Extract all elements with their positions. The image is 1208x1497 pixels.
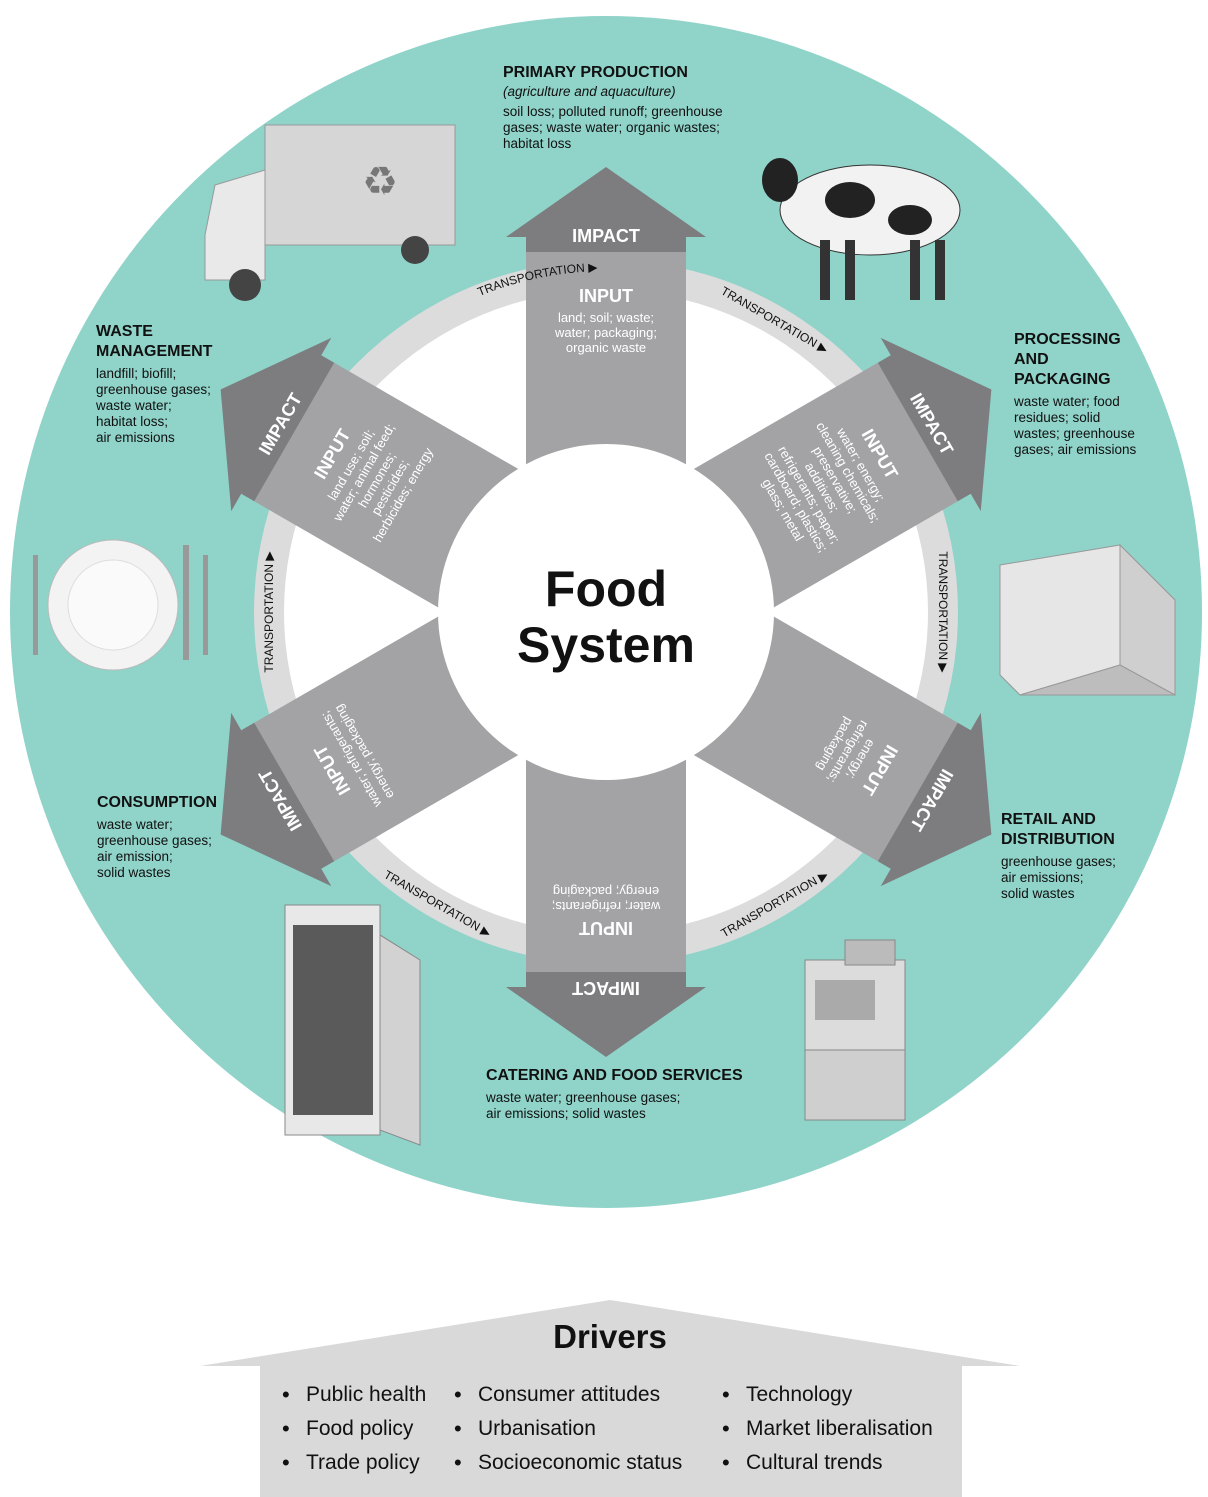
drivers-title: Drivers — [553, 1318, 667, 1355]
cow-image — [762, 158, 961, 300]
impact-arrowhead — [877, 712, 992, 887]
stage-impacts: waste water; food residues; solid wastes… — [1014, 394, 1137, 457]
drivers-column-3: Technology Market liberalisation Cultura… — [720, 1378, 933, 1480]
stage-waste-management: WASTE MANAGEMENT landfill; biofill; gree… — [96, 322, 266, 446]
drivers-column-2: Consumer attitudes Urbanisation Socioeco… — [452, 1378, 682, 1480]
driver-item: Technology — [720, 1378, 933, 1412]
input-label: INPUT — [579, 286, 633, 306]
cash-register-image — [804, 939, 906, 1121]
stage-impacts: waste water; greenhouse gases; air emiss… — [486, 1090, 681, 1121]
input-item: energy; packaging — [553, 884, 659, 899]
transportation-label: TRANSPORTATION ▶ — [262, 551, 276, 673]
truck-image: ♻ — [204, 124, 456, 301]
driver-item: Food policy — [280, 1412, 426, 1446]
impact-arrowhead — [220, 712, 335, 887]
driver-item: Socioeconomic status — [452, 1446, 682, 1480]
driver-item: Public health — [280, 1378, 426, 1412]
svg-text:♻: ♻ — [362, 160, 398, 204]
food-system-diagram: IMPACT INPUT land; soil; waste;water; pack… — [10, 16, 1202, 1208]
plate-and-cutlery-image — [33, 539, 208, 671]
stage-primary-production: PRIMARY PRODUCTION (agriculture and aqua… — [503, 63, 763, 152]
center-title-line1: Food — [545, 561, 667, 617]
impact-arrowhead — [877, 337, 992, 512]
driver-item: Cultural trends — [720, 1446, 933, 1480]
stage-processing-packaging: PROCESSING AND PACKAGING waste water; fo… — [1014, 330, 1194, 458]
stage-title: PRIMARY PRODUCTION — [503, 64, 688, 81]
input-label: INPUT — [579, 918, 633, 938]
impact-label: IMPACT — [572, 978, 640, 998]
stage-consumption: CONSUMPTION waste water; greenhouse gase… — [97, 793, 267, 881]
input-item: organic waste — [566, 340, 646, 355]
stage-title: PROCESSING — [1014, 331, 1121, 348]
center-circle — [438, 444, 774, 780]
impact-label: IMPACT — [572, 226, 640, 246]
center-title-line2: System — [517, 617, 695, 673]
input-item: water; refrigerants; — [552, 899, 661, 914]
input-item: water; packaging; — [554, 325, 657, 340]
stage-impacts: soil loss; polluted runoff; greenhouse g… — [503, 104, 723, 151]
input-item: land; soil; waste; — [558, 310, 654, 325]
stage-title: WASTE — [96, 323, 153, 340]
stage-impacts: landfill; biofill; greenhouse gases; was… — [96, 366, 211, 445]
stage-title: RETAIL AND — [1001, 811, 1096, 828]
driver-item: Urbanisation — [452, 1412, 682, 1446]
stage-impacts: greenhouse gases; air emissions; solid w… — [1001, 854, 1116, 901]
transportation-label: TRANSPORTATION ▶ — [936, 551, 950, 673]
driver-item: Consumer attitudes — [452, 1378, 682, 1412]
stage-title: CONSUMPTION — [97, 794, 217, 811]
stage-catering-food-services: CATERING AND FOOD SERVICES waste water; … — [486, 1066, 776, 1122]
impact-arrowhead — [506, 972, 706, 1057]
driver-item: Trade policy — [280, 1446, 426, 1480]
stage-impacts: waste water; greenhouse gases; air emiss… — [97, 817, 212, 880]
box-image — [999, 543, 1176, 696]
drivers-column-1: Public health Food policy Trade policy — [280, 1378, 426, 1480]
impact-arrowhead — [220, 337, 335, 512]
impact-arrowhead — [506, 167, 706, 252]
driver-item: Market liberalisation — [720, 1412, 933, 1446]
refrigerator-image — [284, 904, 421, 1146]
stage-subtitle: (agriculture and aquaculture) — [503, 84, 676, 99]
stage-title: CATERING AND FOOD SERVICES — [486, 1067, 743, 1084]
stage-retail-distribution: RETAIL AND DISTRIBUTION greenhouse gases… — [1001, 810, 1191, 902]
